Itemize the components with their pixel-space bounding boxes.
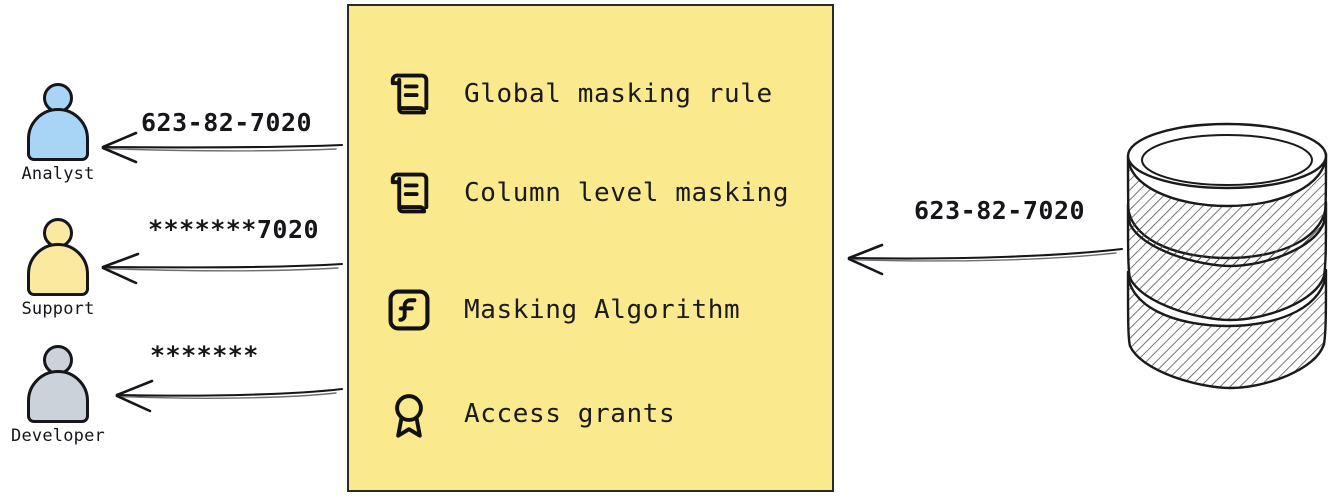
actor-support-label: Support [21,299,95,319]
policy-row-label: Masking Algorithm [464,295,741,325]
policy-row[interactable]: Global masking rule [381,62,773,126]
policy-row-label: Column level masking [464,178,790,208]
policy-row-label: Global masking rule [464,79,773,109]
flow-label-database: 623-82-7020 [914,196,1086,225]
db-top-inner [1141,134,1313,186]
actor-developer[interactable]: Developer [3,345,113,446]
flow-label-developer: ******* [150,341,259,370]
arrow-line-icon [101,252,344,285]
flow-arrow-analyst [96,128,344,168]
policy-panel: Global masking rule Column level masking [347,4,834,492]
db-layer-top [1126,152,1328,268]
db-layer-bottom [1126,268,1328,390]
person-icon [20,345,96,423]
person-body-icon [27,243,89,296]
policy-row-label: Access grants [464,399,676,429]
flow-label-support: *******7020 [148,215,320,244]
scroll-icon [381,165,437,221]
person-icon [20,83,96,161]
award-icon [381,386,437,442]
policy-row[interactable]: Column level masking [381,161,789,225]
database-svg [1126,122,1328,390]
person-body-icon [27,108,89,161]
arrow-line-icon [101,131,344,164]
actor-developer-label: Developer [11,426,105,446]
arrow-line-icon [115,379,344,413]
scroll-icon [381,66,437,122]
arrow-line-icon [847,243,1124,276]
flow-label-analyst: 623-82-7020 [141,108,313,137]
person-body-icon [27,370,89,423]
flow-arrow-support [96,248,344,288]
function-icon [381,282,437,338]
policy-row[interactable]: Access grants [381,382,675,446]
policy-row[interactable]: Masking Algorithm [381,278,740,342]
person-icon [20,218,96,296]
flow-arrow-database [842,238,1124,280]
actor-analyst[interactable]: Analyst [3,83,113,184]
database-cylinder-icon[interactable] [1120,120,1334,398]
actor-analyst-label: Analyst [21,164,95,184]
actor-support[interactable]: Support [3,218,113,319]
flow-arrow-developer [110,375,344,417]
